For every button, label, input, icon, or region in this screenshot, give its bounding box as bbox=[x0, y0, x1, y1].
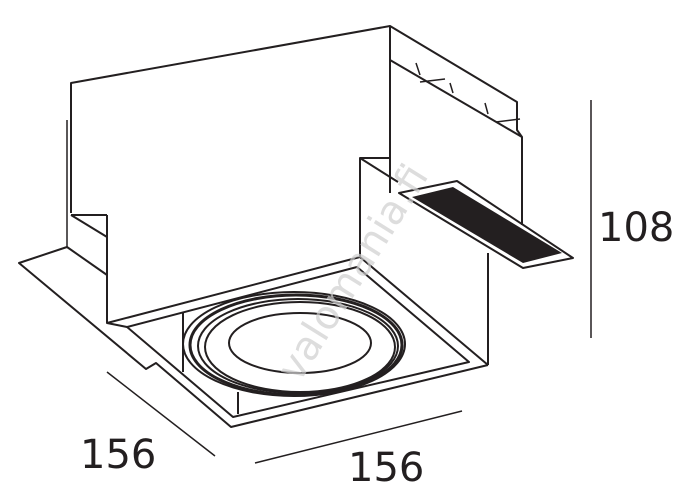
clip-marks bbox=[415, 62, 521, 123]
dimension-lines bbox=[106, 100, 592, 464]
depth-dimension: 156 bbox=[80, 432, 157, 478]
trim-flange bbox=[18, 246, 489, 428]
height-dimension: 108 bbox=[598, 205, 675, 251]
slot-grille bbox=[412, 187, 562, 263]
width-dimension: 156 bbox=[348, 445, 425, 491]
lamp-ring bbox=[182, 291, 406, 414]
housing-box bbox=[66, 25, 523, 365]
driver-slot bbox=[398, 180, 574, 269]
